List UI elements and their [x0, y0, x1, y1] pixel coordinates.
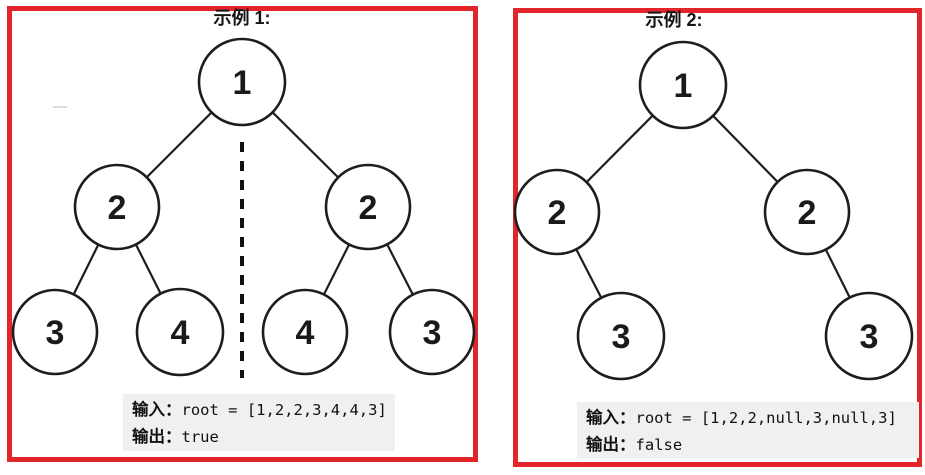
node-circle — [824, 291, 914, 381]
node-circle — [135, 287, 225, 377]
node-circle — [261, 288, 349, 376]
example1-title: 示例 1: — [213, 8, 271, 28]
input-value: root = [1,2,2,3,4,4,3] — [181, 401, 387, 419]
node-value: 3 — [860, 318, 879, 356]
node-circle — [197, 37, 287, 127]
node-circle — [763, 168, 851, 256]
input-label: 输入： — [586, 409, 636, 427]
input-line: 输入：root = [1,2,2,3,4,4,3] — [132, 397, 387, 424]
tree-node-2-right: 2 — [763, 168, 851, 256]
node-circle — [11, 288, 99, 376]
example2-title: 示例 2: — [645, 10, 703, 30]
node-value: 1 — [233, 64, 252, 102]
output-value: true — [181, 428, 219, 446]
output-label: 输出： — [132, 428, 182, 446]
stray-mark — [53, 106, 67, 108]
node-circle — [638, 40, 728, 130]
example1-tree: 1 2 2 3 4 4 3 — [11, 37, 476, 378]
tree-node-3-rightmost: 3 — [388, 288, 476, 376]
example1-io-box: 输入：root = [1,2,2,3,4,4,3] 输出：true — [123, 394, 395, 451]
output-line: 输出：false — [586, 432, 910, 459]
output-label: 输出： — [586, 436, 636, 454]
tree-node-2-left: 2 — [513, 168, 601, 256]
example2-io-box: 输入：root = [1,2,2,null,3,null,3] 输出：false — [577, 402, 919, 458]
tree-node-4-right: 4 — [261, 288, 349, 376]
tree-node-3-leftmost: 3 — [11, 288, 99, 376]
example2-tree: 1 2 2 3 3 — [513, 40, 914, 381]
node-circle — [576, 291, 666, 381]
node-value: 2 — [108, 189, 127, 227]
node-value: 2 — [798, 194, 817, 232]
tree-node-2-left: 2 — [73, 163, 161, 251]
input-value: root = [1,2,2,null,3,null,3] — [635, 409, 897, 427]
node-value: 2 — [548, 194, 567, 232]
node-value: 3 — [46, 314, 65, 352]
node-value: 2 — [359, 189, 378, 227]
node-value: 3 — [612, 318, 631, 356]
output-value: false — [635, 436, 683, 454]
node-circle — [73, 163, 161, 251]
node-value: 4 — [171, 314, 190, 352]
node-value: 4 — [296, 314, 315, 352]
tree-node-4-left: 4 — [135, 287, 225, 377]
tree-node-2-right: 2 — [324, 163, 412, 251]
output-line: 输出：true — [132, 424, 386, 451]
tree-node-3-left: 3 — [576, 291, 666, 381]
input-label: 输入： — [132, 401, 182, 419]
tree-node-3-right: 3 — [824, 291, 914, 381]
node-circle — [388, 288, 476, 376]
node-circle — [324, 163, 412, 251]
input-line: 输入：root = [1,2,2,null,3,null,3] — [586, 405, 910, 432]
tree-node-1: 1 — [197, 37, 287, 127]
tree-node-1: 1 — [638, 40, 728, 130]
node-value: 3 — [423, 314, 442, 352]
node-circle — [513, 168, 601, 256]
node-value: 1 — [674, 67, 693, 105]
